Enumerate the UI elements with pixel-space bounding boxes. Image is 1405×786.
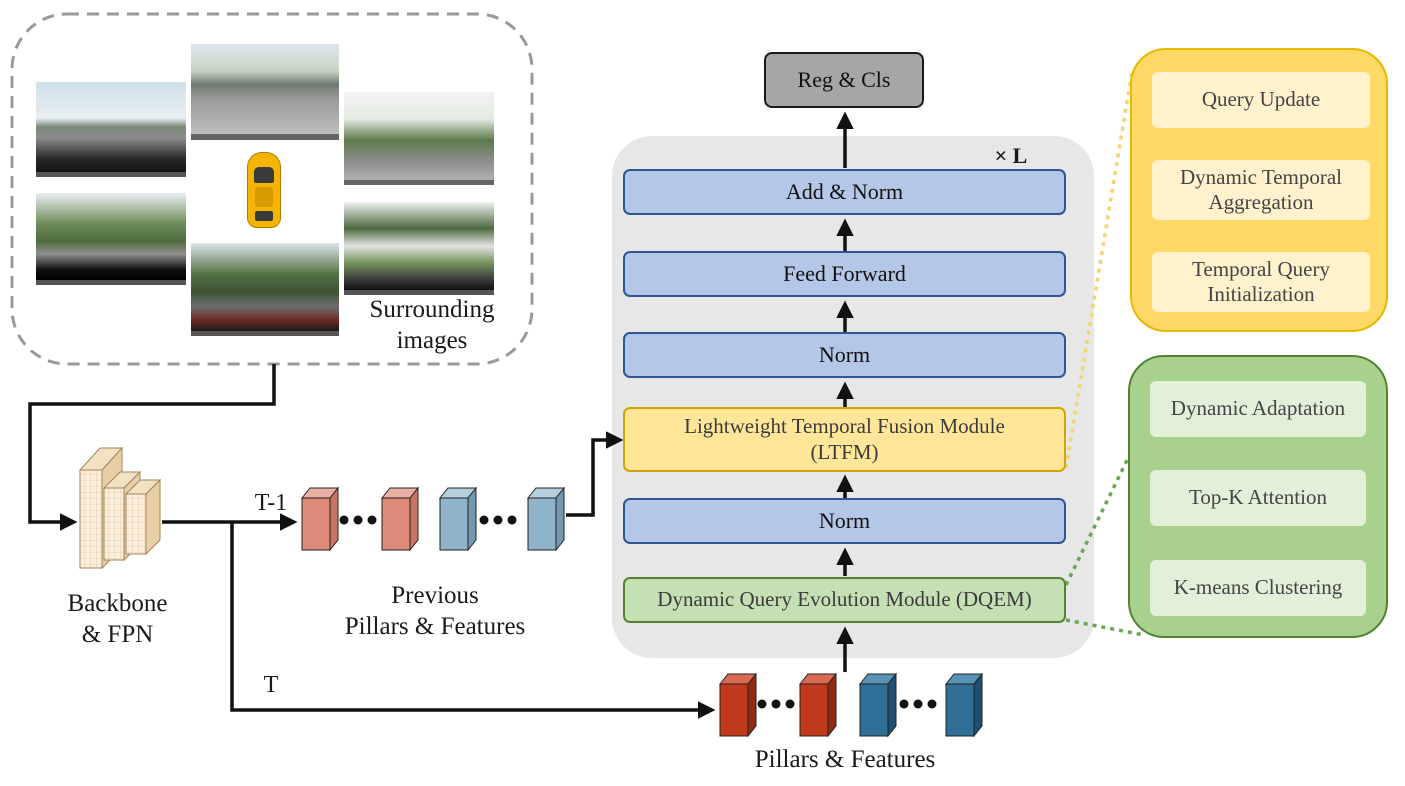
previous-to-ltfm-arrow: [566, 431, 624, 517]
ltfm-block: Lightweight Temporal Fusion Module (LTFM…: [623, 407, 1066, 472]
repeat-l-label: × L: [994, 143, 1028, 168]
prev-cube-blue-1: [438, 486, 478, 552]
camera-image-back-right: [344, 202, 494, 295]
dqem-detail-connector-top: [1064, 449, 1134, 586]
pillars-features-label: Pillars & Features: [754, 746, 936, 773]
cur-cube-blue-2: [944, 672, 984, 738]
kmeans-clustering-step: K-means Clustering: [1150, 560, 1366, 616]
surrounding-images-label: Surrounding images: [369, 296, 495, 355]
topk-attention-step: Top-K Attention: [1150, 470, 1366, 526]
backbone-label: Backbone & FPN: [67, 590, 168, 649]
surrounding-images-frame: [10, 12, 534, 366]
add-norm-block: Add & Norm: [623, 169, 1066, 215]
prev-cube-blue-2: [526, 486, 566, 552]
backbone-icon: [78, 446, 162, 570]
ego-car-icon: [247, 152, 281, 228]
dqem-detail-connector: [1065, 618, 1145, 637]
previous-feature-cubes: [300, 486, 566, 552]
cur-cube-red-1: [718, 672, 758, 738]
camera-image-front-left: [36, 82, 186, 177]
feed-forward-block: Feed Forward: [623, 251, 1066, 297]
ltfm-detail-connector: [1064, 71, 1134, 469]
images-to-backbone-arrow: [28, 364, 276, 531]
prev-cube-red-2: [380, 486, 420, 552]
cur-cube-blue-1: [858, 672, 898, 738]
camera-image-front: [191, 44, 339, 140]
t-label: T: [263, 672, 279, 698]
norm-block-bottom: Norm: [623, 498, 1066, 544]
camera-image-back: [191, 243, 339, 336]
camera-image-back-left: [36, 193, 186, 285]
prev-cube-red-1: [300, 486, 340, 552]
cur-cube-red-2: [798, 672, 838, 738]
dynamic-temporal-aggregation-step: Dynamic Temporal Aggregation: [1152, 160, 1370, 220]
current-feature-cubes: [718, 672, 984, 738]
backbone-to-current-arrow: [230, 522, 716, 719]
norm-block-top: Norm: [623, 332, 1066, 378]
dynamic-adaptation-step: Dynamic Adaptation: [1150, 381, 1366, 437]
reg-cls-head: Reg & Cls: [764, 52, 924, 108]
camera-image-front-right: [344, 92, 494, 185]
temporal-query-init-step: Temporal Query Initialization: [1152, 252, 1370, 312]
dqem-block: Dynamic Query Evolution Module (DQEM): [623, 577, 1066, 623]
query-update-step: Query Update: [1152, 72, 1370, 128]
previous-pillars-label: Previous Pillars & Features: [344, 582, 526, 641]
t-minus-1-label: T-1: [254, 490, 288, 516]
